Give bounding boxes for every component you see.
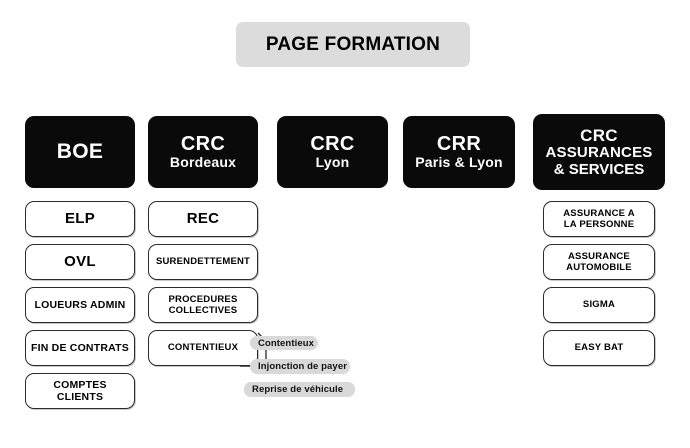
column-header-crc-bordeaux[interactable]: CRC Bordeaux	[148, 116, 258, 188]
leaf-label-surendettement: SURENDETTEMENT	[155, 256, 251, 268]
leaf-box-sigma[interactable]: SIGMA	[543, 287, 655, 323]
leaf-box-elp[interactable]: ELP	[25, 201, 135, 237]
column-header-crc-lyon-line1: CRC	[310, 132, 355, 155]
column-header-crr-paris-lyon-line2: Paris & Lyon	[415, 154, 503, 171]
sub-chip-reprise-de-vehicule[interactable]: Reprise de véhicule	[244, 382, 355, 397]
leaf-box-fin-de-contrats[interactable]: FIN DE CONTRATS	[25, 330, 135, 366]
leaf-label-elp: ELP	[64, 210, 96, 228]
leaf-box-surendettement[interactable]: SURENDETTEMENT	[148, 244, 258, 280]
column-header-crr-paris-lyon[interactable]: CRR Paris & Lyon	[403, 116, 515, 188]
column-header-boe[interactable]: BOE	[25, 116, 135, 188]
page-title-banner: PAGE FORMATION	[236, 22, 470, 67]
leaf-box-comptes-clients[interactable]: COMPTES CLIENTS	[25, 373, 135, 409]
leaf-label-loueurs-admin: LOUEURS ADMIN	[34, 298, 126, 311]
leaf-label-comptes-clients: COMPTES CLIENTS	[53, 378, 107, 403]
leaf-label-contentieux: CONTENTIEUX	[167, 342, 239, 354]
leaf-label-easy-bat: EASY BAT	[574, 342, 624, 354]
column-header-crc-assurances-services-line1: CRC	[580, 125, 618, 145]
sub-chip-label-reprise-de-vehicule: Reprise de véhicule	[252, 384, 344, 395]
leaf-box-easy-bat[interactable]: EASY BAT	[543, 330, 655, 366]
leaf-box-ovl[interactable]: OVL	[25, 244, 135, 280]
leaf-box-contentieux[interactable]: CONTENTIEUX	[148, 330, 258, 366]
column-header-boe-line1: BOE	[56, 140, 104, 164]
sub-chip-label-injonction-de-payer: Injonction de payer	[258, 361, 347, 372]
sub-chip-label-contentieux: Contentieux	[258, 337, 314, 349]
leaf-label-ovl: OVL	[64, 253, 96, 271]
sub-chip-injonction-de-payer[interactable]: Injonction de payer	[250, 359, 350, 374]
column-header-crc-lyon-line2: Lyon	[315, 154, 350, 171]
sub-chip-contentieux[interactable]: Contentieux	[250, 336, 318, 350]
leaf-box-rec[interactable]: REC	[148, 201, 258, 237]
column-header-crc-lyon[interactable]: CRC Lyon	[277, 116, 388, 188]
leaf-label-rec: REC	[186, 210, 220, 228]
column-header-crr-paris-lyon-line1: CRR	[436, 132, 482, 155]
column-header-crc-assurances-services-line2: ASSURANCES	[545, 143, 653, 161]
column-header-crc-bordeaux-line1: CRC	[180, 132, 226, 155]
leaf-label-sigma: SIGMA	[582, 299, 616, 311]
page-title: PAGE FORMATION	[265, 33, 441, 55]
leaf-box-loueurs-admin[interactable]: LOUEURS ADMIN	[25, 287, 135, 323]
leaf-label-fin-de-contrats: FIN DE CONTRATS	[31, 341, 129, 354]
column-header-crc-assurances-services-line3: & SERVICES	[553, 160, 645, 178]
column-header-crc-assurances-services[interactable]: CRC ASSURANCES & SERVICES	[533, 114, 665, 190]
column-header-crc-bordeaux-line2: Bordeaux	[169, 154, 237, 171]
